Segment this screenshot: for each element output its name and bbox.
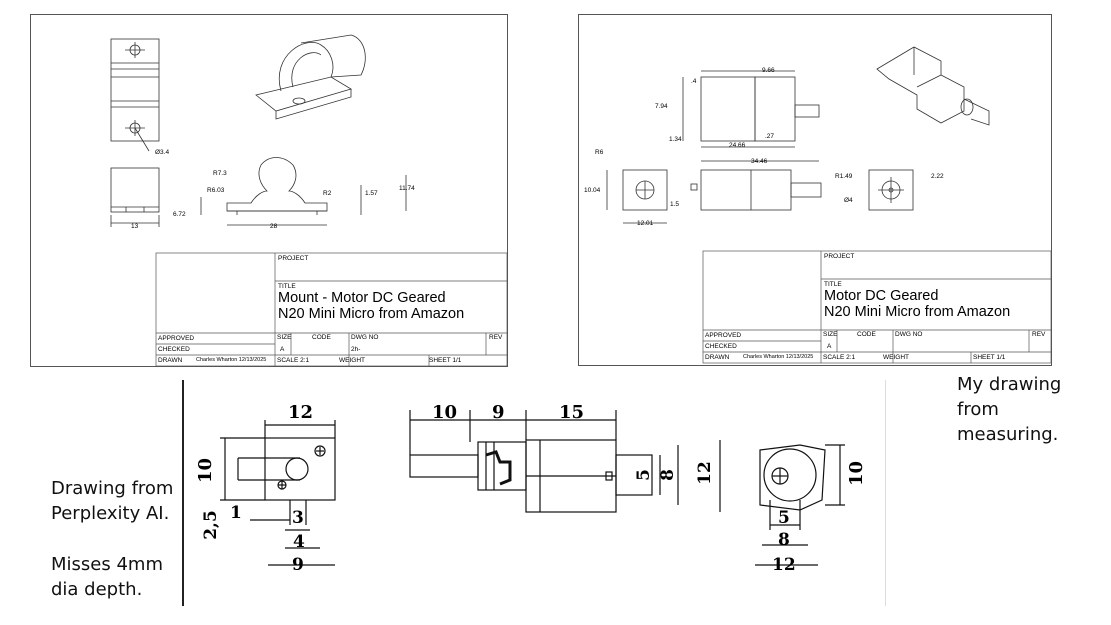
dwg-value: 2h- xyxy=(351,346,361,353)
caption-line: Drawing from xyxy=(51,478,174,499)
approved-label: APPROVED xyxy=(705,332,742,339)
dim-label: 6.72 xyxy=(173,211,186,218)
right-drawing-views xyxy=(606,46,990,224)
dim-label: 12 xyxy=(772,555,796,575)
dim-label: R7.3 xyxy=(213,170,227,177)
dim-label: R2 xyxy=(323,190,332,197)
dim-label: 12 xyxy=(694,461,715,485)
scale-label: SCALE 2:1 xyxy=(277,357,310,364)
project-label: PROJECT xyxy=(824,253,855,260)
dim-label: 7.94 xyxy=(655,103,668,110)
project-label: PROJECT xyxy=(278,255,309,262)
dim-label: 11.74 xyxy=(399,185,415,192)
caption-line: from xyxy=(957,399,999,420)
dwg-label: DWG NO xyxy=(895,331,923,338)
drawing-title-line2: N20 Mini Micro from Amazon xyxy=(824,304,1011,320)
caption-my-drawing: My drawing from measuring. xyxy=(957,372,1061,447)
dim-label: 8 xyxy=(778,530,790,550)
sheet-label: SHEET 1/1 xyxy=(973,354,1006,361)
weight-label: WEIGHT xyxy=(883,354,909,361)
caption-misses: Misses 4mm dia depth. xyxy=(51,552,163,602)
separator-line xyxy=(182,380,184,606)
caption-perplexity: Drawing from Perplexity AI. xyxy=(51,476,173,526)
checked-label: CHECKED xyxy=(158,346,190,353)
drawn-by: Charles Wharton 12/13/2025 xyxy=(743,354,814,360)
separator-line-light xyxy=(885,380,886,606)
dim-label: 10 xyxy=(195,457,217,484)
dim-label: 3 xyxy=(292,508,304,528)
dim-label: 2.22 xyxy=(931,173,944,180)
right-title-block xyxy=(702,250,1052,364)
sheet-label: SHEET 1/1 xyxy=(429,357,462,364)
dim-label: 24.66 xyxy=(729,142,746,149)
dim-label: 28 xyxy=(270,223,278,230)
drawn-by: Charles Wharton 12/13/2025 xyxy=(196,357,267,363)
drawn-label: DRAWN xyxy=(158,357,183,364)
left-drawing-sheet: Ø3.4 R7.3 R6.03 R2 1.57 11.74 13 6.72 28… xyxy=(30,14,508,367)
dim-label: R6.03 xyxy=(207,187,225,194)
dim-label: R6 xyxy=(595,149,604,156)
caption-line: measuring. xyxy=(957,424,1059,445)
caption-line: Misses 4mm xyxy=(51,554,163,575)
size-value: A xyxy=(827,343,832,350)
size-value: A xyxy=(280,346,285,353)
dim-label: 5 xyxy=(633,469,654,481)
dim-label: 5 xyxy=(778,508,790,528)
dim-label: 15 xyxy=(559,402,585,423)
dim-label: 34.46 xyxy=(751,158,768,165)
code-label: CODE xyxy=(857,331,876,338)
dim-label: 10.04 xyxy=(584,187,601,194)
caption-line: My drawing xyxy=(957,374,1062,395)
dim-label: 12 xyxy=(288,402,314,423)
scale-label: SCALE 2:1 xyxy=(823,354,856,361)
dim-label: R1.49 xyxy=(835,173,853,180)
left-drawing-views xyxy=(110,34,407,227)
code-label: CODE xyxy=(312,334,331,341)
dim-label: 1 xyxy=(230,503,242,523)
dim-label: .4 xyxy=(691,78,697,85)
size-label: SIZE xyxy=(277,334,292,341)
dim-label: 10 xyxy=(432,402,458,423)
dim-label: 12.01 xyxy=(637,220,654,227)
dim-label: 4 xyxy=(293,532,305,552)
dim-label: 9 xyxy=(292,555,304,575)
dim-label: Ø3.4 xyxy=(155,149,170,156)
dwg-label: DWG NO xyxy=(351,334,379,341)
dim-label: 1.34 xyxy=(669,136,682,143)
dim-label: 10 xyxy=(846,460,868,487)
rev-label: REV xyxy=(489,334,503,341)
drawing-title-line1: Motor DC Geared xyxy=(824,288,939,304)
dim-label: 9.66 xyxy=(762,67,775,74)
drawing-title-line2: N20 Mini Micro from Amazon xyxy=(278,306,465,322)
approved-label: APPROVED xyxy=(158,335,195,342)
dim-label: .27 xyxy=(765,133,775,140)
dim-label: 2,5 xyxy=(200,510,221,540)
weight-label: WEIGHT xyxy=(339,357,365,364)
left-title-block xyxy=(155,252,508,367)
dim-label: 9 xyxy=(492,402,505,423)
rev-label: REV xyxy=(1032,331,1046,338)
caption-line: dia depth. xyxy=(51,579,143,600)
drawn-label: DRAWN xyxy=(705,354,730,361)
title-label: TITLE xyxy=(824,281,842,288)
drawing-title-line1: Mount - Motor DC Geared xyxy=(278,290,446,306)
dim-label: 13 xyxy=(131,223,139,230)
checked-label: CHECKED xyxy=(705,343,737,350)
dim-label: 1.57 xyxy=(365,190,378,197)
caption-line: Perplexity AI. xyxy=(51,503,170,524)
title-label: TITLE xyxy=(278,283,296,290)
dim-label: 1.5 xyxy=(670,201,680,208)
size-label: SIZE xyxy=(823,331,838,338)
dim-label: 8 xyxy=(657,469,678,481)
dim-label: Ø4 xyxy=(844,197,853,204)
right-drawing-sheet: 9.66 .4 7.94 1.34 .27 24.66 34.46 R6 10.… xyxy=(578,14,1052,366)
